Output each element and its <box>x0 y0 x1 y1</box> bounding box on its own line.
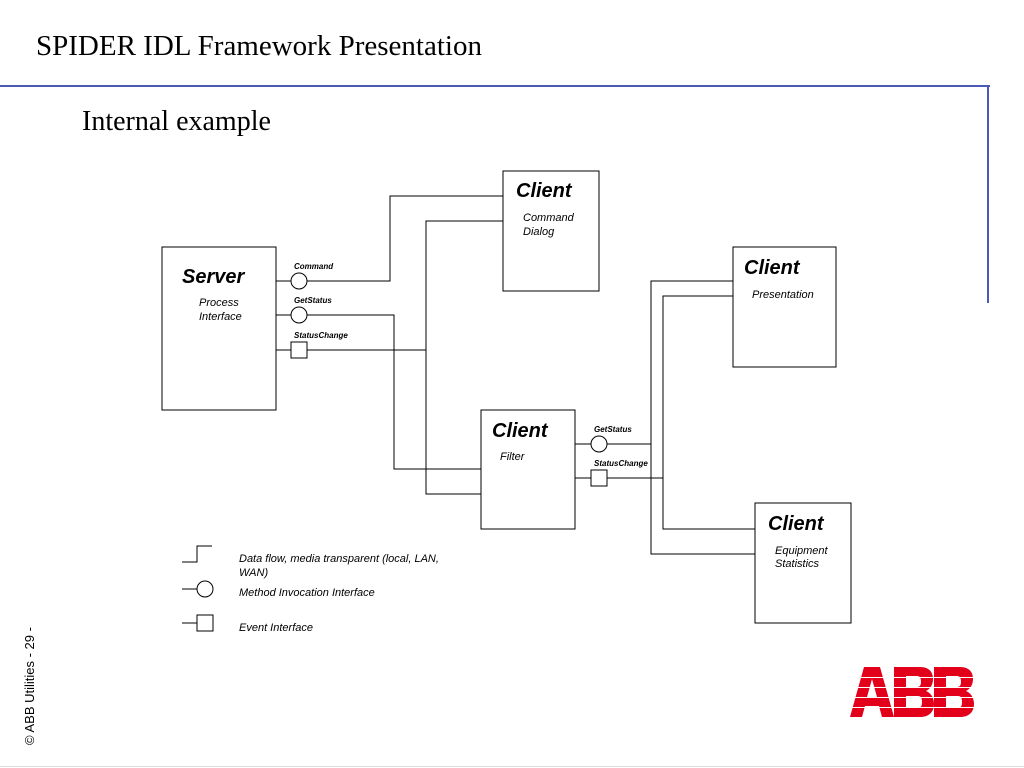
connector-filter-statuschange <box>607 295 733 479</box>
port-label-statuschange: StatusChange <box>294 331 348 340</box>
header-rule <box>0 85 990 87</box>
slide-title: SPIDER IDL Framework Presentation <box>36 30 482 62</box>
slide-subtitle: Internal example <box>82 106 271 137</box>
connector-filter-getstatus <box>607 443 755 555</box>
server-sub1: Process <box>199 297 239 309</box>
abb-logo <box>850 667 974 717</box>
connector-lines <box>276 195 755 555</box>
port-label-filter-statuschange: StatusChange <box>594 459 648 468</box>
client-command-sub1: Command <box>523 212 575 224</box>
connector-filter-getstatus-presentation <box>650 280 733 444</box>
footer-rule <box>0 766 1024 767</box>
client-equipment-box <box>754 502 852 624</box>
copyright-footer: © ABB Utilities - 29 - <box>22 627 37 745</box>
method-interface-legend-icon <box>196 580 214 598</box>
client-command-sub2: Dialog <box>523 226 555 238</box>
event-interface-legend-icon <box>196 614 214 632</box>
connector-filter-statuschange-equipment <box>662 478 755 530</box>
legend-event: Event Interface <box>239 622 313 634</box>
port-label-getstatus: GetStatus <box>294 296 332 305</box>
legend-method: Method Invocation Interface <box>239 587 375 599</box>
client-presentation-box <box>732 246 837 368</box>
client-equipment-sub2: Statistics <box>775 558 820 570</box>
client-command-box <box>502 170 600 292</box>
event-interface-icon <box>590 469 608 487</box>
connector-statuschange-command <box>307 220 503 351</box>
client-presentation-sub1: Presentation <box>752 289 814 301</box>
client-filter-sub1: Filter <box>500 451 526 463</box>
connector-command <box>307 195 503 282</box>
method-interface-icon <box>290 272 308 290</box>
method-interface-icon <box>290 306 308 324</box>
event-interface-icon <box>290 341 308 359</box>
server-box <box>161 246 277 411</box>
port-label-filter-getstatus: GetStatus <box>594 425 632 434</box>
client-filter-title: Client <box>492 420 549 442</box>
client-filter-box <box>480 409 576 530</box>
client-presentation-title: Client <box>744 257 801 279</box>
port-label-command: Command <box>294 262 334 271</box>
server-title: Server <box>182 266 245 288</box>
client-command-title: Client <box>516 180 573 202</box>
connector-getstatus <box>307 314 481 470</box>
method-interface-icon <box>590 435 608 453</box>
client-equipment-title: Client <box>768 513 825 535</box>
connector-statuschange-filter <box>425 350 481 495</box>
side-rule <box>987 85 989 303</box>
server-sub2: Interface <box>199 311 242 323</box>
legend-dataflow-line1: Data flow, media transparent (local, LAN… <box>239 553 439 565</box>
legend-dataflow-line2: WAN) <box>239 567 268 579</box>
dataflow-legend-icon <box>182 545 212 563</box>
client-equipment-sub1: Equipment <box>775 545 829 557</box>
legend <box>182 545 214 632</box>
